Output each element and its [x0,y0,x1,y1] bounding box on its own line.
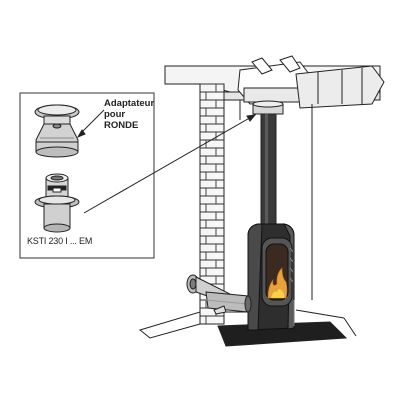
ceiling-support-bracket [237,55,385,109]
wood-stove [247,223,295,331]
callout-leaders [76,109,257,214]
adapter-label-line2: pour [104,109,126,120]
flue-pipe [260,113,277,225]
model-label: KSTI 230 I ... EM [27,236,93,246]
fire-flames [267,267,288,299]
ceiling-adapter [252,100,284,115]
adapter-label-line1: Adaptateur [104,98,155,109]
brick-wall [199,83,225,325]
detail-inset-frame [19,92,155,259]
ksti-spigot-drawing [34,173,80,233]
round-adapter-drawing [34,104,80,158]
adapter-label-line3: RONDE [104,120,139,131]
back-wall [239,100,313,300]
flue-pipe-highlight [265,114,268,224]
air-inlet-pipe [186,274,252,315]
adapter-label: Adaptateur pour RONDE [104,98,154,131]
